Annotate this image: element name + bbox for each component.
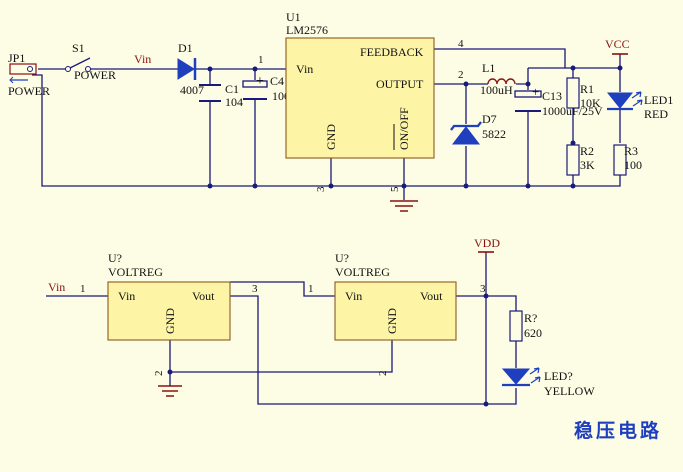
- voltreg1-designator: U?: [108, 251, 122, 265]
- r1-value: 10K: [580, 96, 601, 110]
- led1-value: RED: [644, 107, 668, 121]
- c1-capacitor: C1 104: [199, 82, 243, 109]
- s1-switch: S1 POWER: [65, 41, 116, 82]
- r3-designator: R3: [624, 144, 638, 158]
- svg-text:+: +: [256, 74, 264, 89]
- voltreg2-pin-gnd: GND: [385, 308, 399, 334]
- u1-pin-onoff-label: ON/OFF: [397, 107, 411, 150]
- u1-lm2576: U1 LM2576 Vin FEEDBACK OUTPUT GND ON/OFF…: [258, 10, 464, 192]
- u1-value: LM2576: [286, 23, 328, 37]
- s1-designator: S1: [72, 41, 85, 55]
- voltreg1-pin-gnd: GND: [163, 308, 177, 334]
- ground-symbol-bottom: [158, 376, 182, 397]
- vcc-power-port: VCC: [605, 37, 630, 55]
- voltreg2-pin-vout: Vout: [420, 289, 443, 303]
- led1-designator: LED1: [644, 93, 673, 107]
- voltreg-2: U? VOLTREG Vin Vout GND 1 3 2: [308, 251, 486, 376]
- u1-pin-number-2: 2: [458, 69, 464, 81]
- voltreg1-pin-number-3: 3: [252, 283, 258, 295]
- d7-designator: D7: [482, 112, 497, 126]
- voltreg2-designator: U?: [335, 251, 349, 265]
- r2-value: 3K: [580, 158, 595, 172]
- net-label-vin-bottom: Vin: [48, 280, 65, 294]
- u1-pin-number-3: 3: [315, 186, 327, 192]
- u1-pin-gnd-label: GND: [324, 124, 338, 150]
- d1-designator: D1: [178, 41, 193, 55]
- jp1-connector: JP1 POWER: [8, 51, 50, 98]
- d7-schottky-diode: D7 5822: [450, 112, 506, 145]
- led-yellow: LED? YELLOW: [501, 367, 595, 398]
- s1-value: POWER: [74, 68, 116, 82]
- voltreg2-pin-vin: Vin: [345, 289, 362, 303]
- r3-resistor: R3 100: [613, 144, 642, 176]
- net-label-vcc: VCC: [605, 37, 630, 51]
- junctions-bottom: [167, 293, 489, 407]
- led1-red: LED1 RED: [606, 91, 673, 121]
- diagram-title: 稳压电路: [574, 419, 662, 442]
- l1-value: 100uH: [480, 83, 513, 97]
- d7-value: 5822: [482, 127, 506, 141]
- u1-pin-number-5: 5: [389, 186, 401, 192]
- r1-resistor: R1 10K: [566, 77, 601, 110]
- net-label-vin-top: Vin: [134, 52, 151, 66]
- r-led-value: 620: [524, 326, 542, 340]
- junctions-top: [207, 65, 623, 189]
- vdd-power-port: VDD: [474, 236, 500, 253]
- c13-capacitor: + C13 1000uF/25V: [514, 84, 603, 118]
- voltreg2-pin-number-3: 3: [480, 283, 486, 295]
- l1-inductor: L1 100uH: [480, 61, 516, 97]
- voltreg1-value: VOLTREG: [108, 265, 163, 279]
- d1-diode: D1 4007: [177, 41, 204, 97]
- voltreg1-pin-vin: Vin: [118, 289, 135, 303]
- u1-pin-vin-label: Vin: [296, 62, 313, 76]
- r3-value: 100: [624, 158, 642, 172]
- net-label-vdd: VDD: [474, 236, 500, 250]
- jp1-value: POWER: [8, 84, 50, 98]
- r-led-designator: R?: [524, 311, 537, 325]
- l1-designator: L1: [482, 61, 495, 75]
- r1-designator: R1: [580, 82, 594, 96]
- led-yellow-designator: LED?: [544, 369, 573, 383]
- u1-pin-output-label: OUTPUT: [376, 77, 424, 91]
- led-yellow-value: YELLOW: [544, 384, 595, 398]
- voltreg2-pin-number-1: 1: [308, 283, 314, 295]
- r2-designator: R2: [580, 144, 594, 158]
- voltreg1-pin-number-2: 2: [153, 371, 165, 377]
- u1-pin-feedback-label: FEEDBACK: [360, 45, 424, 59]
- c13-designator: C13: [542, 89, 562, 103]
- c1-designator: C1: [225, 82, 239, 96]
- voltreg2-pin-number-2: 2: [377, 371, 389, 377]
- u1-designator: U1: [286, 10, 301, 24]
- u1-pin-number-1: 1: [258, 54, 264, 66]
- c4-designator: C4: [270, 74, 284, 88]
- c13-value: 1000uF/25V: [542, 104, 603, 118]
- u1-pin-number-4: 4: [458, 38, 464, 50]
- voltreg-1: U? VOLTREG Vin Vout GND 1 3 2: [80, 251, 258, 376]
- d1-value: 4007: [180, 83, 204, 97]
- voltreg1-pin-number-1: 1: [80, 283, 86, 295]
- r-led-resistor: R? 620: [509, 310, 542, 342]
- svg-text:+: +: [532, 84, 539, 99]
- jp1-designator: JP1: [8, 51, 25, 65]
- r2-resistor: R2 3K: [566, 144, 595, 176]
- ground-symbol-top: [390, 200, 418, 212]
- voltreg2-value: VOLTREG: [335, 265, 390, 279]
- c1-value: 104: [225, 95, 243, 109]
- voltreg1-pin-vout: Vout: [192, 289, 215, 303]
